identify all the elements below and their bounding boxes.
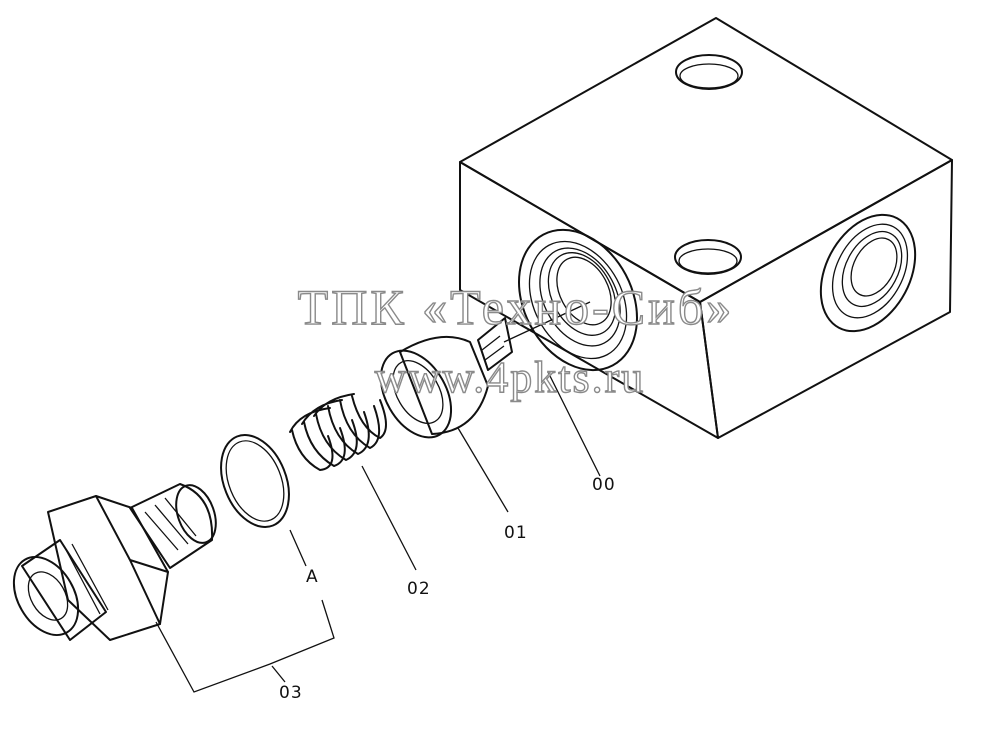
watermark-url: www.4pkts.ru	[375, 353, 645, 402]
leader-00	[547, 371, 601, 477]
callout-03: 03	[279, 683, 303, 703]
front-threaded-port	[518, 228, 638, 372]
adapter-fitting	[12, 483, 217, 641]
leader-03	[271, 665, 286, 683]
callout-00: 00	[592, 475, 616, 495]
leader-lines	[155, 301, 601, 693]
top-hole-front	[674, 239, 742, 275]
leader-03-bracket	[155, 599, 335, 693]
leader-a	[289, 529, 307, 567]
callout-02: 02	[407, 579, 431, 599]
side-threaded-port	[819, 213, 917, 333]
o-ring	[220, 434, 290, 528]
leader-01	[457, 427, 509, 513]
callout-01: 01	[504, 523, 528, 543]
top-hole-rear	[675, 54, 743, 90]
leader-00-into-port	[503, 301, 591, 343]
watermark-company: ТПК «Техно-Сиб»	[298, 279, 735, 335]
spring	[289, 393, 387, 471]
valve-body-block	[459, 17, 953, 439]
leader-02	[361, 465, 417, 571]
poppet-cap	[379, 317, 513, 439]
callout-a: A	[306, 567, 319, 587]
